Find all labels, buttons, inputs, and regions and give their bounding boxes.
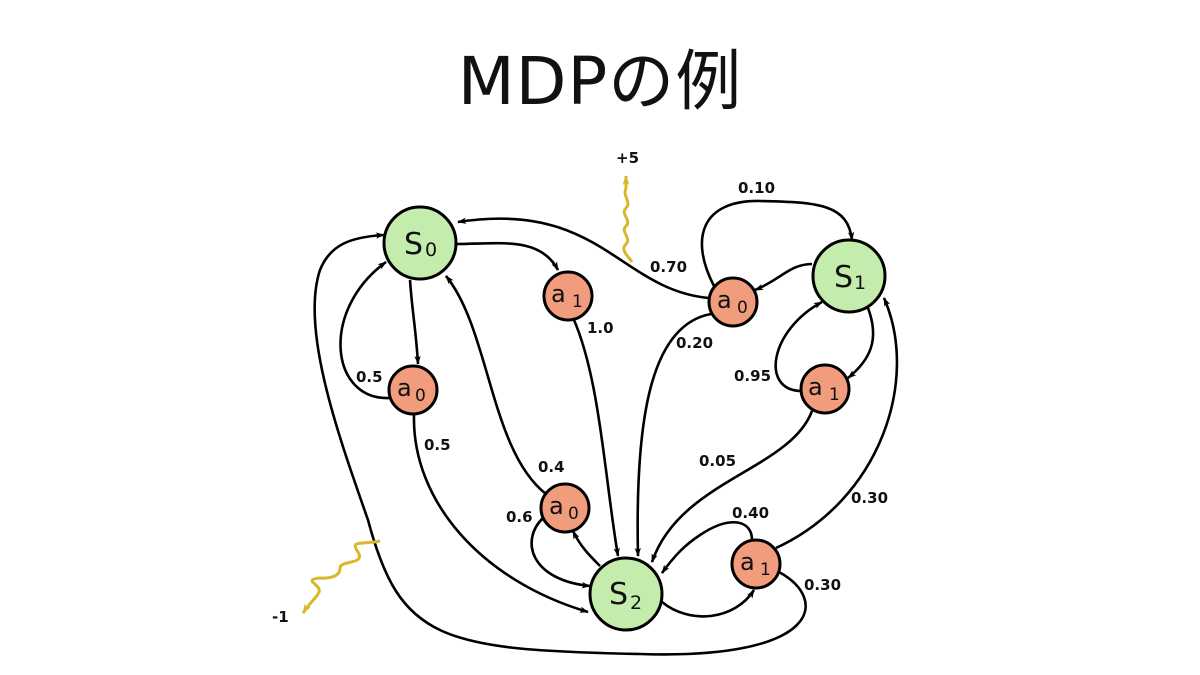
prob-label: 1.0: [587, 319, 614, 337]
action-node-s2-a1: a 1: [730, 538, 782, 590]
state-subscript: 1: [854, 272, 866, 294]
state-subscript: 0: [425, 239, 437, 261]
prob-label: 0.70: [650, 258, 687, 276]
state-letter: S: [404, 227, 423, 262]
prob-label: 0.6: [506, 508, 533, 526]
action-node-s1-a1: a 1: [799, 363, 851, 415]
page-title: MDPの例: [457, 43, 743, 120]
edge-s1-to-s1-a0: [754, 262, 813, 292]
state-node-s0: S 0: [382, 205, 458, 281]
edge-s0-a1-to-s2: [572, 319, 620, 557]
edge-s1-a0-to-s1: [700, 199, 855, 287]
action-node-s0-a1: a 1: [542, 270, 594, 322]
action-letter: a: [397, 374, 412, 402]
action-node-s0-a0: a 0: [387, 364, 439, 416]
edge-s2-a1-to-s2: [660, 520, 754, 574]
action-subscript: 0: [737, 298, 748, 318]
edge-s0-to-s0-a0: [408, 279, 421, 365]
edge-s1-a1-to-s1: [774, 300, 823, 393]
reward-arrow-plus5: [622, 175, 634, 263]
prob-label: 0.40: [732, 504, 769, 522]
state-node-s1: S 1: [811, 238, 887, 314]
edge-s2-to-s2-a1: [661, 589, 756, 618]
action-letter: a: [551, 280, 566, 308]
action-letter: a: [549, 492, 564, 520]
prob-label: 0.20: [676, 334, 713, 352]
edge-s2-a1-to-s1: [775, 297, 899, 550]
edge-s2-to-s2-a0: [571, 530, 601, 567]
edge-s1-to-s1-a1: [847, 307, 875, 380]
action-subscript: 0: [415, 386, 426, 406]
prob-label: 0.05: [699, 452, 736, 470]
edge-s2-a0-to-s2: [530, 517, 591, 589]
edge-s1-a0-to-s0: [457, 217, 710, 300]
state-node-s2: S 2: [588, 556, 664, 632]
edge-s1-a1-to-s2: [650, 410, 814, 563]
prob-label: 0.4: [538, 458, 565, 476]
action-node-s2-a0: a 0: [539, 482, 591, 534]
prob-label: 0.95: [734, 367, 771, 385]
edge-s2-a0-to-s0: [444, 275, 547, 496]
edge-s0-a0-to-s2: [412, 414, 589, 614]
action-subscript: 1: [829, 385, 840, 405]
edge-s2-a1-to-s0: [313, 232, 807, 656]
state-subscript: 2: [630, 592, 642, 614]
edge-s1-a0-to-s2: [634, 312, 712, 557]
action-letter: a: [740, 548, 755, 576]
prob-label: 0.10: [738, 179, 775, 197]
prob-label: 0.30: [851, 489, 888, 507]
edge-s0-to-s0-a1: [455, 241, 560, 271]
action-subscript: 1: [572, 292, 583, 312]
action-subscript: 1: [760, 560, 771, 580]
state-letter: S: [609, 577, 628, 612]
action-node-s1-a0: a 0: [707, 276, 759, 328]
reward-label-plus5: +5: [616, 149, 639, 167]
prob-label: 0.30: [804, 576, 841, 594]
edge-s0-a0-to-s0: [339, 260, 390, 400]
reward-arrow-minus1: [301, 539, 381, 614]
action-letter: a: [717, 286, 732, 314]
prob-label: 0.5: [356, 368, 383, 386]
action-letter: a: [808, 373, 823, 401]
reward-label-minus1: -1: [272, 608, 289, 626]
action-subscript: 0: [568, 504, 579, 524]
prob-label: 0.5: [424, 436, 451, 454]
state-letter: S: [834, 260, 853, 295]
